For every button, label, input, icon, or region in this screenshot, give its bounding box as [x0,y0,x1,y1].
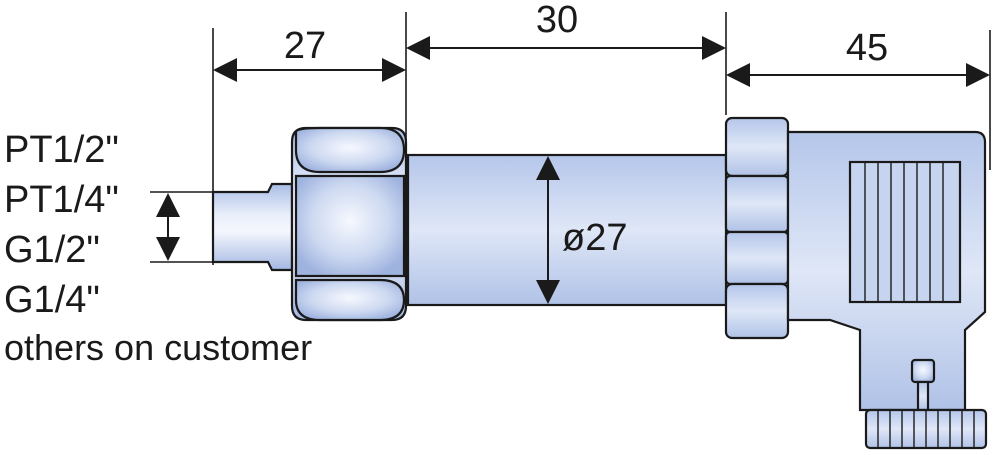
custom-thread-note: others on customer [4,327,312,368]
thread-stem [211,182,294,272]
dim-label-fitting: 27 [284,25,326,67]
hex-nut [290,126,408,322]
dim-label-body: 30 [536,0,578,41]
thread-option-g-1-2: G1/2" [4,229,100,271]
thread-option-pt-1-4: PT1/4" [4,179,119,221]
cable-gland [864,408,988,450]
main-body [406,153,728,307]
connector-ribbed-panel [848,160,962,304]
dim-label-diameter: ø27 [562,217,627,259]
dim-label-connector: 45 [846,27,888,69]
thread-option-g-1-4: G1/4" [4,279,100,321]
thread-option-pt-1-2: PT1/2" [4,129,119,171]
connector-nut [724,116,790,340]
